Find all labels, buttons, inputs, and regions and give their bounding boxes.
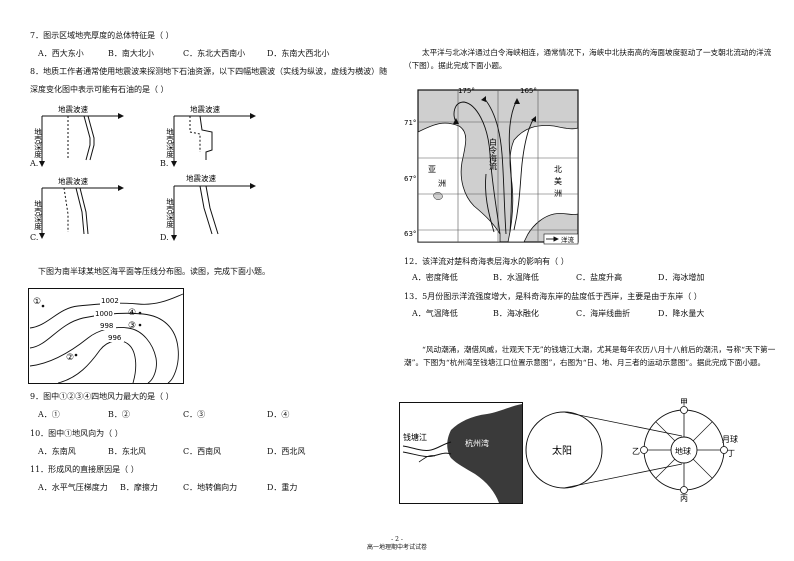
bering-strait-map: 175° 165° 71° 67° 63° 亚 洲 北 美 洲 白令海流 洋流 (404, 87, 579, 245)
point-1: ① (33, 297, 41, 307)
intro-pressure: 下图为南半球某地区海平面等压线分布图。读图，完成下面小题。 (38, 267, 270, 276)
bay-label: 杭州湾 (465, 438, 489, 448)
panel-c-x-label: 地震波速 (58, 176, 88, 186)
page-number: - 2 - (391, 536, 403, 543)
q10-option-a[interactable]: A．东南风 (38, 447, 76, 456)
moon-label: 月球 (722, 434, 738, 444)
q11-option-c[interactable]: C．地转偏向力 (183, 483, 238, 492)
point-4: ④ (128, 308, 136, 318)
panel-d-letter[interactable]: D. (160, 233, 169, 242)
panel-b-x-label: 地震波速 (190, 104, 220, 114)
label-na-1: 北 (554, 165, 562, 174)
q7-option-b[interactable]: B．南大北小 (108, 49, 154, 58)
q9-option-a[interactable]: A．① (38, 410, 60, 419)
q8-text-continued: 深度变化图中表示可能有石油的是（ ） (30, 85, 169, 94)
isobar-label-996: 996 (108, 334, 122, 342)
q7-option-d[interactable]: D．东南大西北小 (267, 49, 330, 58)
point-3: ③ (128, 321, 136, 331)
sun-label: 太阳 (552, 444, 572, 457)
isobar-label-1000: 1000 (95, 310, 113, 318)
q12-option-b[interactable]: B．水温降低 (493, 273, 539, 282)
q13-option-b[interactable]: B．海冰融化 (493, 309, 539, 318)
q10-option-b[interactable]: B．东北风 (108, 447, 146, 456)
earth-label: 地球 (675, 446, 691, 456)
panel-c-letter[interactable]: C. (30, 233, 39, 242)
hangzhou-bay-map: 钱塘江 杭州湾 (399, 402, 523, 504)
panel-b-letter[interactable]: B. (160, 159, 169, 168)
panel-a-x-label: 地震波速 (58, 104, 88, 114)
q9-option-b[interactable]: B．② (108, 410, 130, 419)
isobar-label-1002: 1002 (101, 297, 119, 305)
q11-option-a[interactable]: A．水平气压梯度力 (38, 483, 108, 492)
q9-option-d[interactable]: D．④ (267, 410, 290, 419)
label-asia-1: 亚 (428, 165, 436, 174)
q10-option-c[interactable]: C．西南风 (183, 447, 222, 456)
q13-option-a[interactable]: A．气温降低 (412, 309, 458, 318)
q12-text: 12．该洋流对楚科奇海表层海水的影响有（ ） (404, 257, 569, 266)
panel-d-y-label: 地壳深度 (165, 197, 174, 230)
q9-option-c[interactable]: C．③ (183, 410, 206, 419)
q11-options: A．水平气压梯度力 B．摩擦力 C．地转偏向力 D．重力 (38, 483, 297, 493)
q13-options: A．气温降低 B．海冰融化 C．海岸线曲折 D．降水量大 (412, 309, 704, 319)
lat-67: 67° (404, 175, 416, 183)
panel-b-y-label: 地壳深度 (165, 127, 174, 160)
current-name-label: 白令海流 (489, 137, 498, 171)
lon-175: 175° (458, 87, 475, 95)
q11-option-d[interactable]: D．重力 (267, 483, 298, 492)
position-ding: 丁 (727, 449, 735, 458)
q7-options: A．西大东小 B．南大北小 C．东北大西南小 D．东南大西北小 (38, 49, 329, 59)
position-yi: 乙 (632, 447, 640, 456)
legend-current: 洋流 (561, 235, 575, 244)
lon-165: 165° (520, 87, 537, 95)
seismic-panel-a: 地震波速 地壳深度 (33, 104, 124, 167)
panel-a-y-label: 地壳深度 (33, 127, 42, 160)
seismic-panel-b: 地震波速 地壳深度 (165, 104, 256, 167)
point-2: ② (66, 353, 74, 363)
seismic-panel-d: 地震波速 地壳深度 (165, 173, 256, 241)
lat-71: 71° (404, 119, 416, 127)
q7-option-a[interactable]: A．西大东小 (38, 49, 84, 58)
q7-option-c[interactable]: C．东北大西南小 (183, 49, 246, 58)
orbit-diagram: 太阳 地球 甲 乙 丙 丁 月球 (525, 398, 738, 502)
q8-text: 8．地质工作者通常使用地震波来探测地下石油资源，以下四幅地震波（实线为纵波，虚线… (30, 67, 388, 76)
q12-options: A．密度降低 B．水温降低 C．盐度升高 D．海冰增加 (412, 273, 704, 283)
position-bing: 丙 (680, 494, 688, 502)
q10-options: A．东南风 B．东北风 C．西南风 D．西北风 (38, 447, 305, 457)
q10-option-d[interactable]: D．西北风 (267, 447, 306, 456)
panel-d-x-label: 地震波速 (186, 173, 216, 183)
q11-text: 11．形成风的直接原因是（ ） (30, 465, 139, 474)
panel-a-letter[interactable]: A. (30, 159, 39, 168)
q9-text: 9．图中①②③④四地风力最大的是（ ） (30, 392, 174, 401)
footer-title: 高一地理期中考试试卷 (366, 544, 427, 551)
river-label: 钱塘江 (403, 432, 427, 442)
panel-c-y-label: 地壳深度 (33, 199, 42, 232)
q10-text: 10．图中①地风向为（ ） (30, 429, 123, 438)
isobar-map: 1002 1000 998 996 ① ② ③ ④ (28, 288, 184, 384)
label-na-2: 美 (554, 176, 562, 186)
position-jia: 甲 (680, 398, 688, 407)
q7-text: 7．图示区域地壳厚度的总体特征是（ ） (30, 31, 174, 40)
seismic-panel-c: 地震波速 地壳深度 (33, 176, 124, 239)
q13-option-c[interactable]: C．海岸线曲折 (576, 309, 631, 318)
isobar-label-998: 998 (100, 322, 113, 330)
q12-option-a[interactable]: A．密度降低 (412, 273, 458, 282)
label-na-3: 洲 (554, 189, 562, 198)
q13-option-d[interactable]: D．降水量大 (658, 309, 705, 318)
q13-text: 13．5月份图示洋流强度增大，是科奇海东岸的盐度低于西岸，主要是由于东岸（ ） (404, 292, 702, 301)
q9-options: A．① B．② C．③ D．④ (38, 410, 289, 420)
q12-option-c[interactable]: C．盐度升高 (576, 273, 623, 282)
intro-bering: 太平洋与北冰洋通过白令海峡相连，通常情况下，海峡中北扶南高的海面坡度驱动了一支朝… (404, 48, 772, 70)
q11-option-b[interactable]: B．摩擦力 (120, 483, 158, 492)
intro-tide: “风动潮涌，潮借风威，壮观天下无”的钱塘江大潮，尤其是每年农历八月十八前后的潮汛… (404, 345, 776, 367)
q12-option-d[interactable]: D．海冰增加 (658, 273, 705, 282)
lat-63: 63° (404, 230, 416, 238)
label-asia-2: 洲 (438, 179, 446, 188)
